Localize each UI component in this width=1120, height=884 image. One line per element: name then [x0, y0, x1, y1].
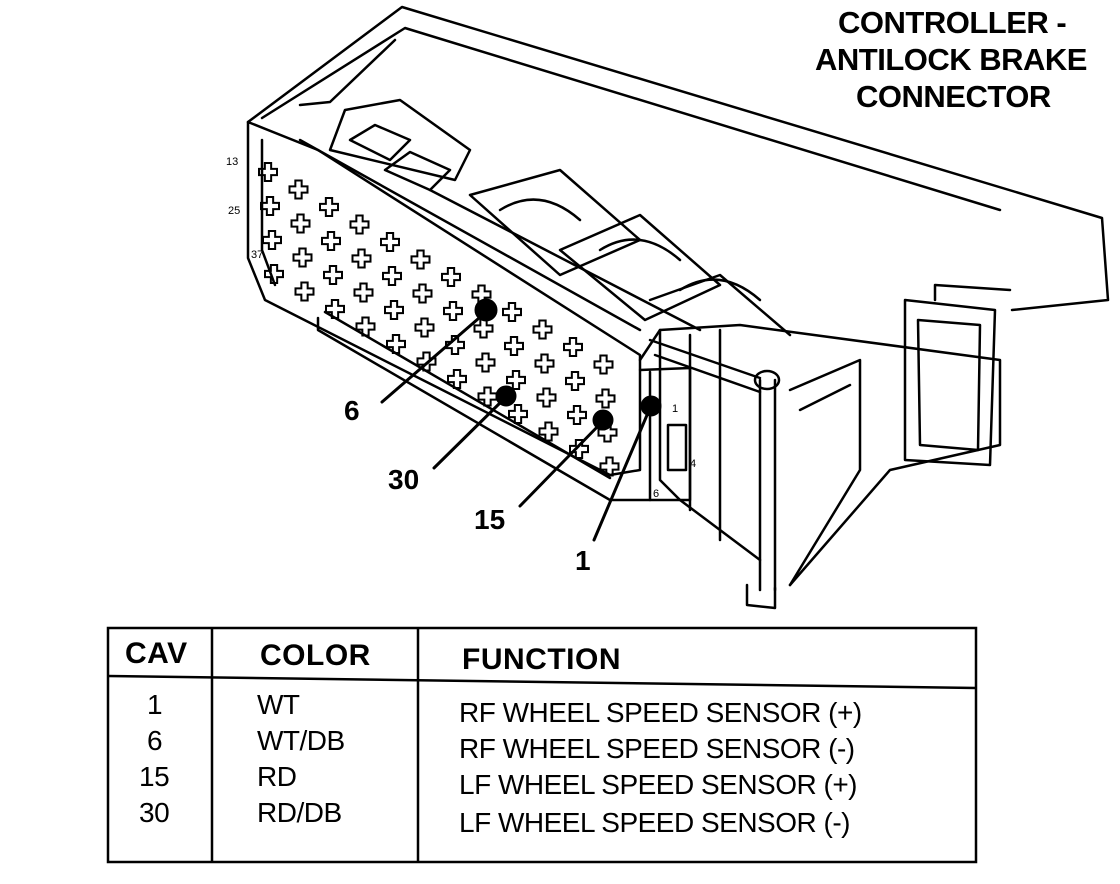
cavity-cross [410, 249, 431, 270]
cavity-cross [534, 353, 555, 374]
pin-label-6: 6 [653, 488, 660, 500]
cavity-cross [447, 369, 467, 389]
side-label-25: 25 [228, 205, 241, 217]
cavity-cross [294, 281, 315, 302]
cavity-cross [532, 319, 553, 340]
leader-line-15 [518, 420, 604, 508]
cavity-cross [264, 264, 284, 284]
cavity-cross [475, 352, 496, 373]
lock-post-cap [753, 369, 781, 391]
callout-1: 1 [575, 545, 591, 576]
row-4-cav: 30 [139, 797, 170, 828]
housing-top-outline [246, 5, 1110, 312]
cavity-cross [380, 232, 400, 252]
cavity-cross [441, 267, 461, 287]
cavity-cross [508, 404, 528, 424]
cavity-cross [355, 316, 376, 337]
header-cav: CAV [125, 637, 188, 670]
row-1-cav: 1 [147, 689, 163, 720]
side-label-13: 13 [226, 156, 239, 168]
callout-15: 15 [474, 504, 506, 535]
callout-30: 30 [388, 464, 420, 495]
row-3-cav: 15 [139, 761, 170, 792]
row-2-function: RF WHEEL SPEED SENSOR (-) [459, 733, 855, 764]
cavity-cross [443, 301, 463, 321]
cavity-cross [384, 300, 404, 320]
cavity-cross [563, 337, 583, 357]
lower-ledge [316, 316, 652, 502]
cavity-cross [445, 335, 465, 355]
header-function: FUNCTION [462, 643, 621, 676]
side-housing [638, 323, 1002, 587]
cavity-cross [502, 302, 522, 322]
cavity-cross [319, 197, 339, 217]
pinout-table: CAV COLOR FUNCTION 1 WT RF WHEEL SPEED S… [107, 627, 977, 863]
callout-6: 6 [344, 395, 360, 426]
row-2-color: WT/DB [257, 725, 345, 756]
cavity-cross [414, 317, 435, 338]
row-3-color: RD [257, 761, 297, 792]
table-header-rule [107, 674, 977, 690]
front-face-outline [246, 120, 642, 477]
row-1-function: RF WHEEL SPEED SENSOR (+) [459, 697, 862, 728]
cavity-cross [416, 351, 437, 372]
cavity-cross [473, 318, 494, 339]
cavity-cross [595, 388, 616, 409]
cavity-cross [323, 265, 343, 285]
cavity-cross [599, 456, 620, 477]
cavity-cross [290, 213, 311, 234]
row-4-function: LF WHEEL SPEED SENSOR (-) [459, 807, 850, 838]
cavity-cross [569, 439, 589, 459]
pin-block [638, 366, 692, 502]
lock-post [758, 378, 777, 592]
top-latch [328, 98, 472, 182]
row-4-color: RD/DB [257, 797, 342, 828]
leader-line-1 [592, 406, 652, 542]
cavity-cross [504, 336, 524, 356]
cavity-cross [382, 266, 402, 286]
housing-top-inner [260, 26, 1002, 212]
cavity-cross [386, 334, 406, 354]
pin-label-1: 1 [672, 403, 679, 415]
cavity-cross [538, 421, 559, 442]
title-line-2: ANTILOCK BRAKE [815, 42, 1088, 77]
cavity-cross [262, 230, 282, 250]
cavity-grid [258, 162, 620, 477]
cavity-cross [506, 370, 526, 390]
leader-line-6 [380, 310, 488, 404]
end-port-inner [916, 318, 982, 452]
row-2-cav: 6 [147, 725, 163, 756]
side-label-37: 37 [251, 249, 264, 261]
cavity-cross [353, 282, 374, 303]
cavity-cross [321, 231, 341, 251]
cavity-cross [288, 179, 309, 200]
row-3-function: LF WHEEL SPEED SENSOR (+) [459, 769, 858, 800]
pin-label-4: 4 [690, 458, 697, 470]
row-1-color: WT [257, 689, 300, 720]
cavity-cross [292, 247, 313, 268]
end-port-outer [903, 298, 997, 467]
header-color: COLOR [260, 639, 371, 672]
cavity-cross [351, 248, 372, 269]
cavity-cross [349, 214, 370, 235]
cavity-cross [593, 354, 614, 375]
cavity-cross [567, 405, 587, 425]
cavity-cross [477, 386, 498, 407]
cavity-cross [536, 387, 557, 408]
cavity-cross [260, 196, 280, 216]
title-line-1: CONTROLLER - [838, 5, 1067, 40]
cavity-cross [258, 162, 278, 182]
leader-line-30 [432, 396, 507, 470]
cavity-cross [565, 371, 585, 391]
table-frame [106, 626, 978, 864]
cavity-cross [412, 283, 433, 304]
title-line-3: CONNECTOR [856, 79, 1051, 114]
cavity-1-dot [640, 395, 662, 417]
cavity-cross [325, 299, 345, 319]
